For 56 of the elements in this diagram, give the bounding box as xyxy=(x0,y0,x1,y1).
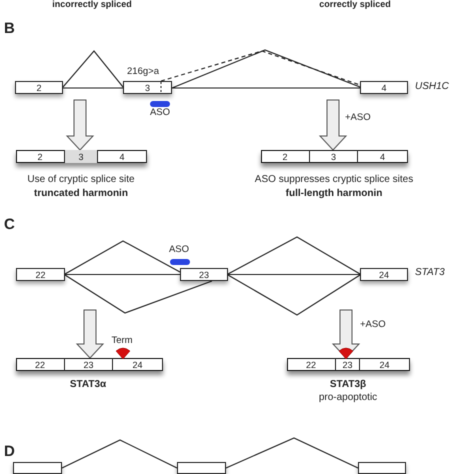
exon-box xyxy=(358,462,406,474)
caption-text: truncated harmonin xyxy=(34,189,128,199)
exon-box xyxy=(13,462,62,474)
caption-text: ASO suppresses cryptic splice sites xyxy=(254,175,414,185)
mutation-label: 216g>a xyxy=(127,67,159,76)
transcript-bar xyxy=(16,150,147,163)
panel-letter: B xyxy=(4,21,15,36)
caption-text: STAT3β xyxy=(330,380,366,390)
splice-line xyxy=(65,274,180,276)
splice-line xyxy=(64,274,212,314)
exon-segment: 3 xyxy=(65,150,98,163)
aso-label: ASO xyxy=(150,108,170,118)
exon-box xyxy=(177,462,226,474)
exon-box: 3 xyxy=(123,81,172,94)
splice-line xyxy=(64,240,180,274)
caption-text: full-length harmonin xyxy=(286,189,382,199)
aso-label: ASO xyxy=(168,245,190,254)
exon-segment: 4 xyxy=(358,150,408,163)
splice-line xyxy=(228,274,360,316)
exon-box: 23 xyxy=(180,268,228,281)
splice-line xyxy=(228,274,360,276)
caption-text: STAT3α xyxy=(70,380,106,390)
caption-text: pro-apoptotic xyxy=(318,393,378,403)
edge-label: +ASO xyxy=(345,113,371,122)
block-arrow xyxy=(76,310,104,359)
splice-line xyxy=(226,437,358,468)
transcript-bar xyxy=(16,358,163,371)
panel-letter: D xyxy=(4,444,15,459)
exon-segment: 24 xyxy=(360,358,410,371)
exon-segment: 2 xyxy=(261,150,310,163)
exon-segment: 22 xyxy=(287,358,336,371)
block-arrow xyxy=(66,100,94,151)
exon-segment: 22 xyxy=(16,358,65,371)
edge-label: +ASO xyxy=(360,320,386,330)
gene-name: USH1C xyxy=(415,82,449,92)
splice-line xyxy=(63,87,123,89)
cut-heading: incorrectly spliced xyxy=(52,0,132,9)
term-label: Term xyxy=(111,336,133,346)
caption-text: Use of cryptic splice site xyxy=(27,175,135,185)
splice-line xyxy=(62,50,124,88)
cut-heading: correctly spliced xyxy=(319,0,391,9)
exon-segment: 4 xyxy=(98,150,147,163)
exon-segment: 23 xyxy=(65,358,113,371)
exon-box: 24 xyxy=(360,268,408,281)
splice-line xyxy=(228,236,360,274)
block-arrow xyxy=(318,100,348,151)
exon-box: 22 xyxy=(16,268,65,281)
exon-box: 4 xyxy=(360,81,408,94)
panel-letter: C xyxy=(4,217,15,232)
splice-line xyxy=(62,439,178,468)
gene-name: STAT3 xyxy=(415,268,445,278)
exon-segment: 3 xyxy=(310,150,358,163)
transcript-bar xyxy=(261,150,408,163)
splice-line xyxy=(172,87,360,89)
transcript-bar xyxy=(287,358,410,371)
exon-box: 2 xyxy=(15,81,63,94)
